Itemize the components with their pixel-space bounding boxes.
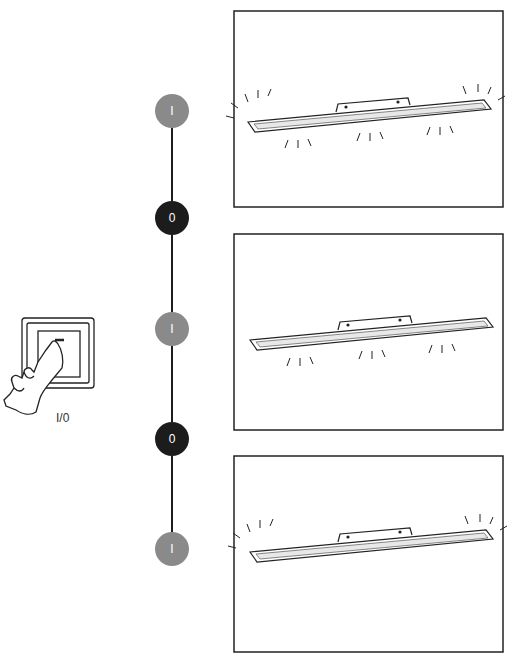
state-label: 0 — [169, 212, 176, 224]
state-label: I — [170, 543, 173, 555]
state-label: I — [170, 105, 173, 117]
timeline-line — [171, 128, 173, 201]
timeline-line — [171, 235, 173, 312]
state-circle: I — [155, 94, 189, 128]
switch-label: I/0 — [56, 411, 69, 425]
state-label: I — [170, 323, 173, 335]
state-circle: I — [155, 532, 189, 566]
state-circle: 0 — [155, 422, 189, 456]
timeline-line — [171, 456, 173, 532]
state-circle: 0 — [155, 201, 189, 235]
timeline-line — [171, 346, 173, 422]
state-circle: I — [155, 312, 189, 346]
wall-switch — [4, 318, 94, 414]
state-label: 0 — [169, 433, 176, 445]
